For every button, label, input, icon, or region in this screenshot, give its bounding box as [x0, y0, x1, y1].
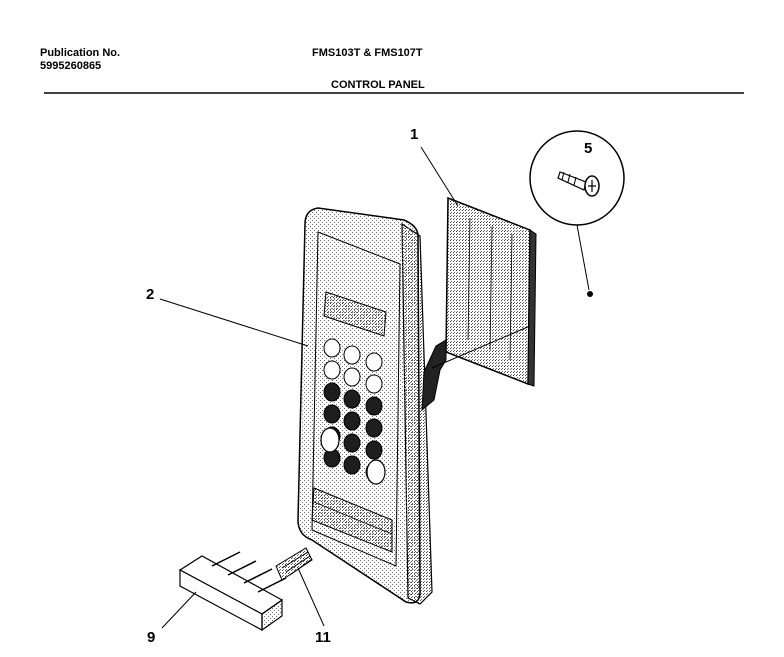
keypad-key: [365, 396, 383, 416]
spring: [275, 547, 313, 581]
keypad-key: [323, 338, 341, 358]
keypad-large-key: [320, 427, 340, 453]
leader-2: [159, 298, 309, 347]
leader-board-to-panel: [431, 325, 531, 369]
control-board: [421, 196, 537, 412]
keypad-key: [323, 382, 341, 402]
keypad-key: [343, 433, 361, 453]
publication-label: Publication No.: [40, 47, 121, 59]
keypad-key: [365, 418, 383, 438]
callout-5: 5: [584, 140, 593, 157]
callout-2: 2: [146, 286, 155, 303]
keypad-key: [365, 374, 383, 394]
callout-9: 9: [147, 629, 156, 646]
screw-detail: [529, 130, 625, 297]
model-title: FMS103T & FMS107T: [312, 47, 423, 59]
keypad: [320, 338, 386, 485]
leader-9: [161, 591, 197, 629]
keypad-key: [343, 411, 361, 431]
callout-11: 11: [315, 629, 331, 646]
push-button: [178, 551, 287, 632]
keypad-key: [343, 455, 361, 475]
keypad-key: [323, 360, 341, 380]
keypad-key: [323, 404, 341, 424]
callout-1: 1: [410, 126, 419, 143]
keypad-key: [343, 389, 361, 409]
section-title: CONTROL PANEL: [331, 79, 425, 91]
publication-number: 5995260865: [40, 60, 102, 72]
keypad-key: [365, 440, 383, 460]
keypad-key: [365, 352, 383, 372]
keypad-key: [343, 345, 361, 365]
leader-11: [297, 567, 325, 627]
keypad-key: [343, 367, 361, 387]
keypad-large-key: [366, 459, 386, 485]
control-panel-frame: [297, 207, 433, 605]
leader-1: [420, 146, 459, 207]
